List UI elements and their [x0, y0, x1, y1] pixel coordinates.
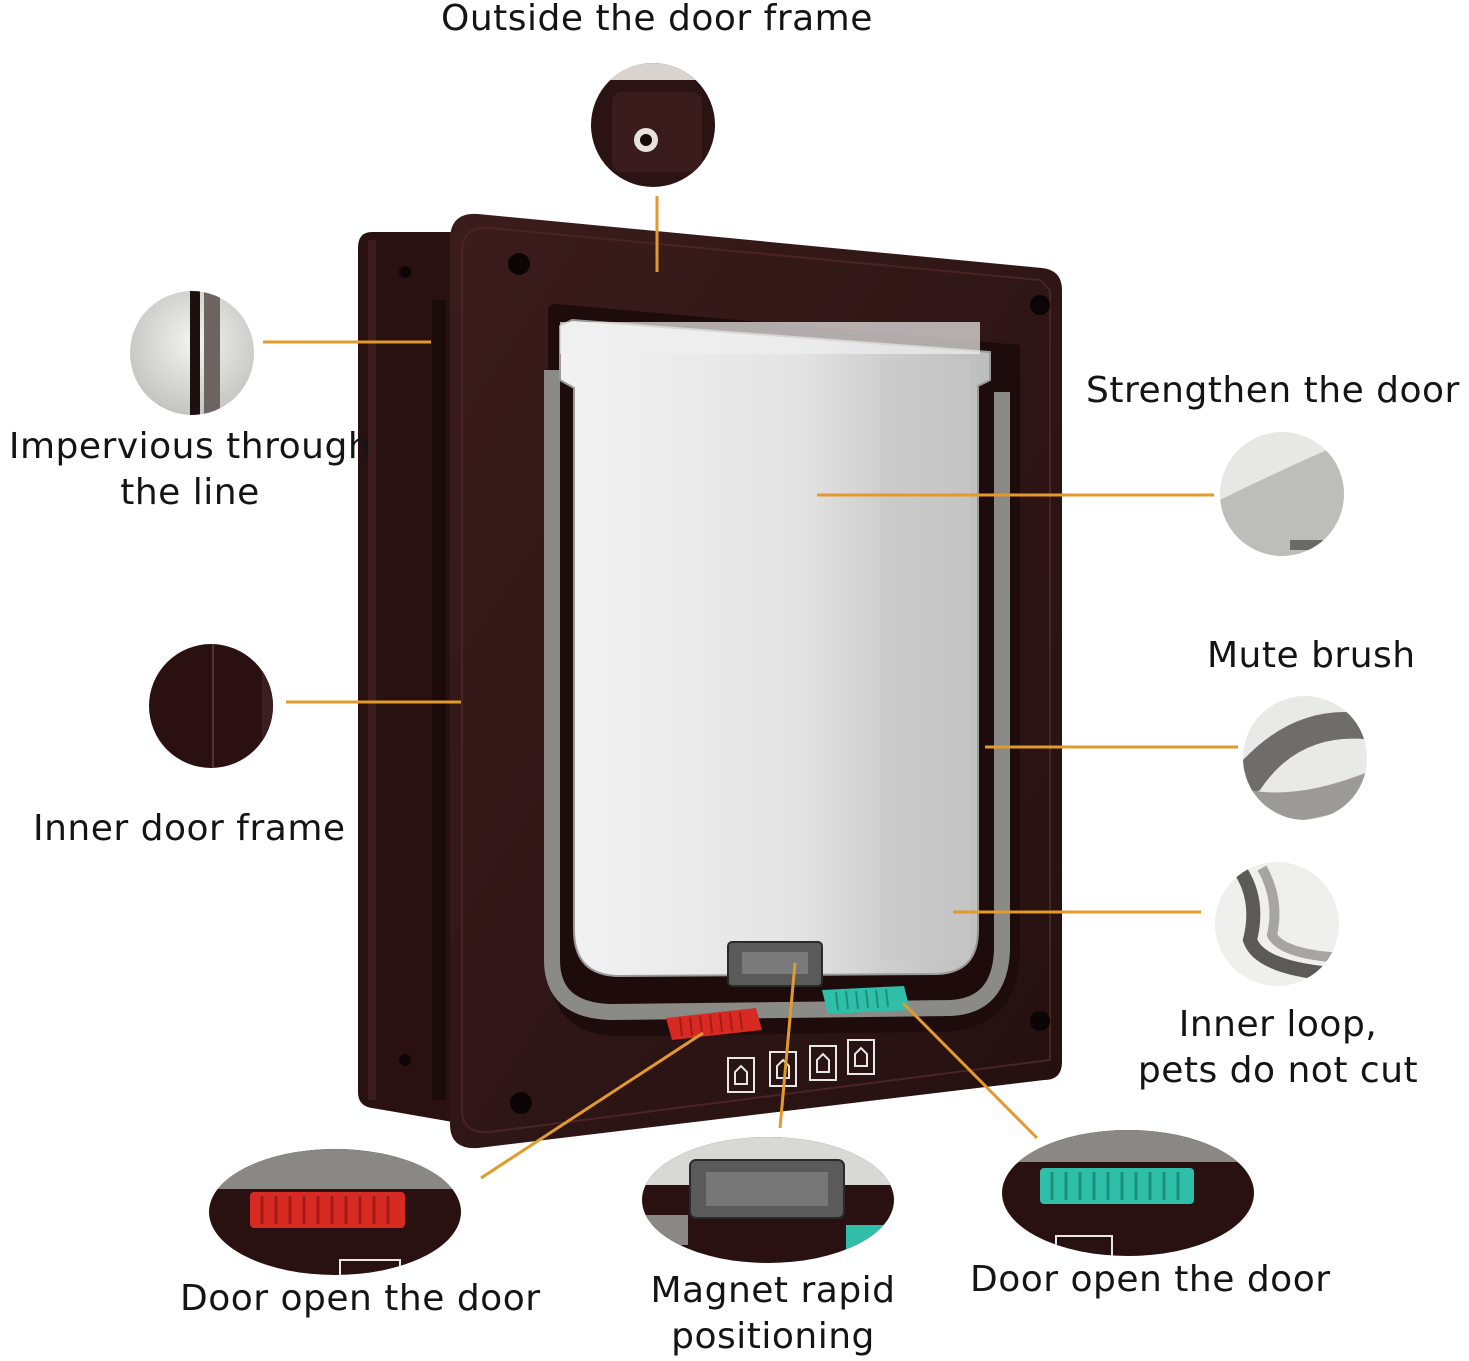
detail-strengthen	[1220, 432, 1344, 556]
label-outside-frame: Outside the door frame	[441, 0, 873, 39]
detail-mute-brush	[1243, 696, 1367, 820]
detail-outside-frame	[591, 63, 715, 187]
label-magnet: Magnet rapid positioning	[640, 1268, 906, 1360]
label-impervious-line2: the line	[120, 472, 260, 513]
detail-red-lock	[209, 1149, 461, 1275]
detail-inner-frame	[149, 644, 273, 768]
leader-lines	[263, 196, 1238, 1180]
label-door-open-right: Door open the door	[970, 1259, 1331, 1300]
label-magnet-line2: positioning	[671, 1316, 875, 1357]
label-magnet-line1: Magnet rapid	[650, 1270, 896, 1311]
red-lock-slider	[666, 1008, 762, 1040]
teal-lock-slider	[822, 986, 910, 1014]
inner-frame-body	[358, 232, 470, 1125]
label-inner-frame: Inner door frame	[33, 808, 346, 849]
mute-brush-strip	[544, 370, 1010, 1021]
label-inner-loop-line1: Inner loop,	[1178, 1004, 1378, 1045]
detail-inner-loop	[1215, 862, 1339, 986]
label-door-open-left: Door open the door	[180, 1278, 541, 1319]
leader-teal-lock	[901, 1001, 1039, 1140]
leader-red-lock	[480, 1031, 704, 1180]
label-impervious-line1: Impervious through	[8, 426, 372, 467]
label-mute-brush: Mute brush	[1207, 635, 1416, 676]
flap-panel	[559, 318, 991, 978]
label-impervious: Impervious through the line	[0, 424, 380, 516]
magnet-block	[727, 941, 823, 987]
open-mode-icon	[847, 1039, 875, 1075]
out-only-icon	[809, 1045, 837, 1081]
label-strengthen: Strengthen the door	[1086, 370, 1460, 411]
lock-mode-icon	[727, 1057, 755, 1093]
detail-magnet	[642, 1137, 894, 1263]
detail-impervious	[130, 291, 254, 415]
leader-magnet	[778, 962, 797, 1129]
label-inner-loop: Inner loop, pets do not cut	[1120, 1002, 1436, 1094]
detail-teal-lock	[1002, 1130, 1254, 1256]
label-inner-loop-line2: pets do not cut	[1137, 1050, 1419, 1091]
